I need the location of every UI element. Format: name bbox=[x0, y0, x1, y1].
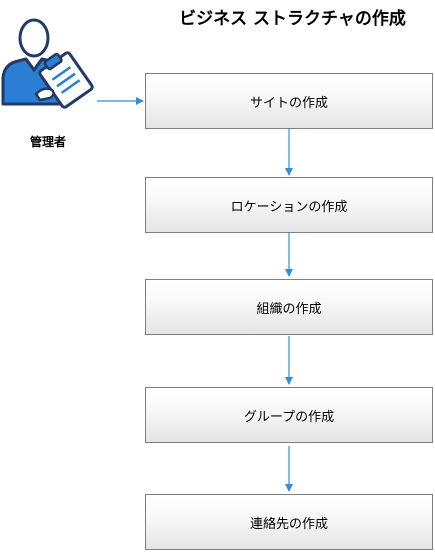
step-create-group: グループの作成 bbox=[145, 387, 433, 443]
step-create-site: サイトの作成 bbox=[145, 73, 433, 129]
step-create-contact: 連絡先の作成 bbox=[145, 494, 433, 550]
step-create-location: ロケーションの作成 bbox=[145, 177, 433, 233]
administrator-actor: 管理者 bbox=[0, 14, 96, 154]
administrator-clipboard-icon bbox=[1, 18, 94, 109]
actor-label: 管理者 bbox=[29, 135, 66, 149]
diagram-title: ビジネス ストラクチャの作成 bbox=[179, 9, 406, 29]
step-create-organization: 組織の作成 bbox=[145, 279, 433, 335]
